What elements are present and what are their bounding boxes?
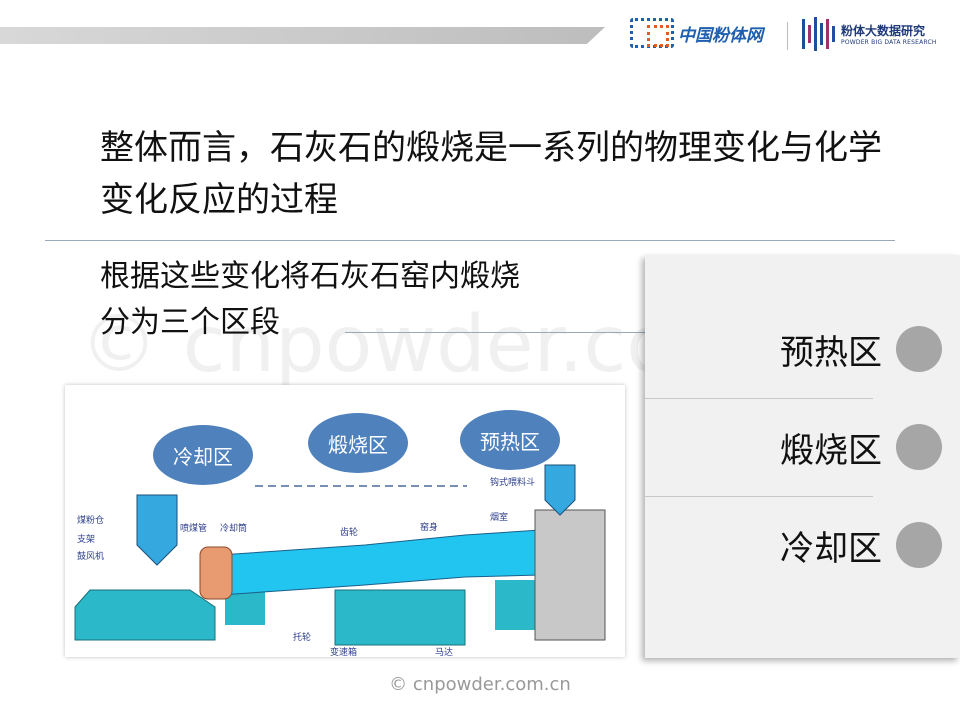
diagram-zone: 预热区	[460, 410, 560, 470]
diagram-label: 鼓风机	[77, 552, 105, 562]
subheading-line: 分为三个区段	[100, 305, 280, 340]
heading: 整体而言，石灰石的煅烧是一系列的物理变化与化学变化反应的过程	[100, 128, 882, 220]
zone-label: 预热区	[780, 332, 882, 373]
header-bar	[0, 27, 605, 44]
zone-label: 煅烧区	[780, 430, 882, 471]
diagram-zone: 煅烧区	[308, 413, 408, 473]
diagram-label: 齿轮	[340, 528, 359, 538]
kiln-drawing	[74, 464, 606, 646]
diagram-label: 喷煤管	[180, 524, 208, 534]
cp-logo-icon	[630, 18, 674, 48]
zones-panel: 预热区 煅烧区 冷却区	[645, 255, 960, 658]
subheading: 根据这些变化将石灰石窑内煅烧分为三个区段	[100, 254, 520, 346]
diagram-label: 支架	[77, 535, 96, 545]
zone-item: 煅烧区	[645, 398, 960, 496]
diagram-label: 钩式喂料斗	[490, 478, 536, 488]
cnpowder-logo: 中国粉体网	[630, 18, 763, 48]
divider	[345, 332, 645, 333]
subheading-line: 根据这些变化将石灰石窑内煅烧	[100, 259, 520, 294]
diagram-label: 冷却筒	[220, 524, 248, 534]
divider	[645, 398, 873, 399]
diagram-label: 煤粉仓	[77, 516, 105, 526]
zone-item: 预热区	[645, 300, 960, 398]
kiln-diagram: 冷却区 煅烧区 预热区 煤粉仓 支架 鼓风机 喷煤管 冷却筒 齿轮 窑身 钩式喂…	[65, 385, 625, 658]
zone-label: 冷却区	[780, 528, 882, 569]
diagram-zone: 冷却区	[153, 425, 253, 485]
diagram-label: 窑身	[420, 523, 439, 533]
diagram-label: 烟室	[490, 513, 509, 523]
diagram-label: 马达	[435, 648, 454, 658]
bars-icon	[802, 16, 835, 52]
circle-icon	[896, 424, 942, 470]
diagram-label: 变速箱	[330, 648, 358, 658]
diagram-label: 托轮	[293, 633, 312, 643]
circle-icon	[896, 522, 942, 568]
logo-subtitle: POWDER BIG DATA RESEARCH	[841, 39, 937, 46]
zone-item: 冷却区	[645, 496, 960, 594]
logo-text: 中国粉体网	[678, 25, 763, 46]
divider	[645, 496, 873, 497]
logo-title: 粉体大数据研究	[841, 24, 926, 38]
logo-divider	[787, 22, 788, 50]
footer-copyright: © cnpowder.com.cn	[389, 674, 571, 695]
divider	[45, 240, 895, 241]
circle-icon	[896, 326, 942, 372]
